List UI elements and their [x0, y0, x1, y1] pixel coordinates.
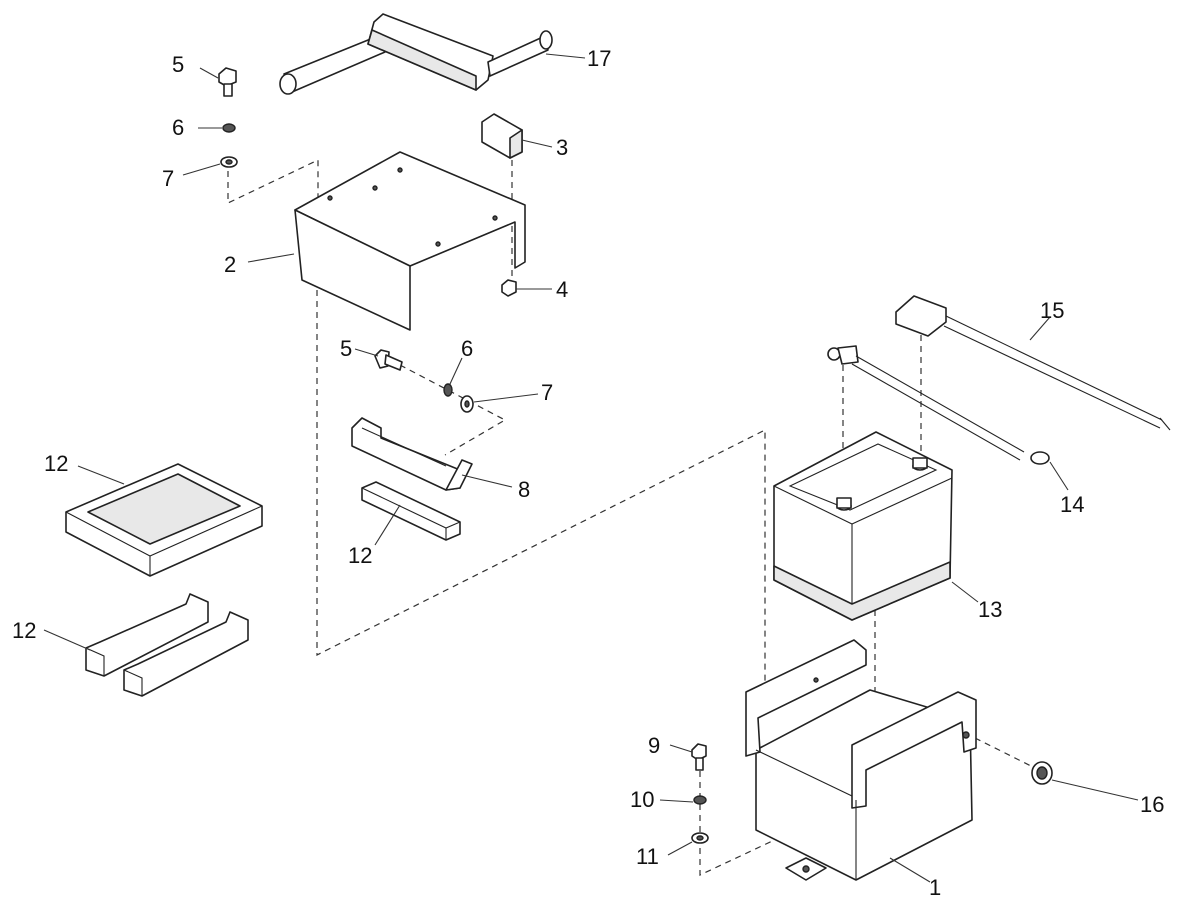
bolt-part-5-middle	[374, 349, 403, 371]
lock-washer-part-6-middle	[443, 383, 453, 397]
callout-12-frame: 12	[44, 451, 68, 476]
handle-part-17	[279, 13, 553, 95]
callout-6-middle: 6	[461, 336, 473, 361]
nut-part-4	[501, 279, 517, 297]
cable-part-14	[827, 345, 1050, 465]
callout-3: 3	[556, 135, 568, 160]
callout-10: 10	[630, 787, 654, 812]
leader-lines	[43, 53, 1139, 883]
lock-washer-part-6-top	[222, 123, 236, 133]
lock-washer-part-10	[693, 795, 707, 805]
callout-14: 14	[1060, 492, 1084, 517]
bracket-part-8	[351, 417, 473, 491]
frame-part-12	[65, 463, 263, 577]
battery-part-13	[773, 431, 953, 621]
callout-2: 2	[224, 252, 236, 277]
clip-part-3	[481, 113, 523, 159]
callout-5-middle: 5	[340, 336, 352, 361]
callout-15: 15	[1040, 298, 1064, 323]
tray-part-1	[745, 639, 977, 881]
callout-11: 11	[636, 844, 659, 869]
callout-6-top: 6	[172, 115, 184, 140]
callout-1: 1	[929, 875, 941, 898]
callout-7-middle: 7	[541, 380, 553, 405]
callout-12-runners: 12	[12, 618, 36, 643]
callout-16: 16	[1140, 792, 1164, 817]
pad-part-12-small	[361, 481, 461, 541]
callout-4: 4	[556, 277, 568, 302]
nut-part-16	[1031, 761, 1053, 785]
runners-part-12	[85, 593, 249, 697]
callout-12-pad: 12	[348, 543, 372, 568]
callout-13: 13	[978, 597, 1002, 622]
callout-8: 8	[518, 477, 530, 502]
callout-17: 17	[587, 46, 611, 71]
callout-7-top: 7	[162, 166, 174, 191]
cover-part-2	[294, 151, 526, 331]
bolt-part-5-top	[218, 67, 237, 97]
callout-5-top: 5	[172, 52, 184, 77]
flat-washer-part-7-top	[220, 156, 238, 168]
cable-part-15	[895, 295, 1171, 431]
flat-washer-part-7-middle	[460, 395, 474, 413]
bolt-part-9	[691, 743, 707, 771]
callout-labels: 17 5 6 7 3 2 4 5 6 7 8 12 12 12 15 14 13…	[12, 46, 1164, 898]
flat-washer-part-11	[691, 832, 709, 844]
callout-9: 9	[648, 733, 660, 758]
